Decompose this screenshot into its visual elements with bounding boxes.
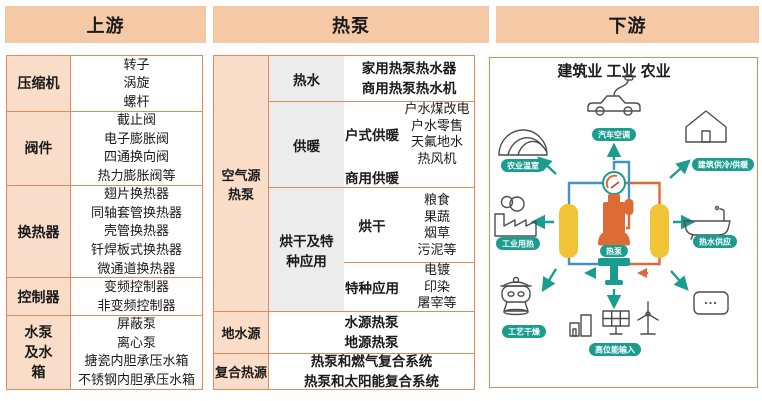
group-label: 热水 — [269, 56, 344, 101]
factory-icon — [494, 195, 537, 237]
buildings-icon — [569, 314, 592, 337]
downstream-diagram: 建筑业 工业 农业 — [489, 57, 758, 388]
items-cell: 水源热泵 地源热泵 — [344, 315, 399, 350]
category-cell: 地水源 — [214, 312, 269, 353]
table-row: 阀件 截止阀 电子膨胀阀 四通换向阀 热力膨胀阀等 — [7, 110, 202, 185]
category-cell: 换热器 — [7, 185, 71, 278]
header-downstream: 下游 — [496, 6, 759, 43]
blue-pipe-top — [612, 160, 631, 199]
items-cell: 变频控制器 非变频控制器 — [97, 279, 176, 313]
drying-row: 烘干 粮食 果蔬 烟草 污泥等 — [344, 188, 474, 262]
category-cell: 阀件 — [7, 111, 71, 185]
hot-water-row: 热水 家用热泵热水器 商用热泵热水机 — [269, 56, 474, 101]
compressor — [598, 194, 630, 246]
group-label: 供暖 — [269, 102, 344, 187]
wind-turbine-icon — [637, 301, 659, 335]
badge-label: 热水供应 — [699, 237, 731, 247]
table-row: 水泵及水箱 屏蔽泵 离心泵 搪瓷内胆承压水箱 不锈钢内胆承压水箱 — [7, 314, 202, 389]
table-row: 控制器 变频控制器 非变频控制器 — [7, 277, 202, 315]
table-row: 压缩机 转子 涡旋 螺杆 — [7, 56, 202, 111]
heating-row: 供暖 户式供暖 户水煤改电 户水零售 天氟地水 热风机 商用供暖 — [269, 101, 474, 187]
badge-car-ac: 汽车空调 — [592, 128, 636, 141]
badge-energy-input: 高位能输入 — [589, 343, 641, 356]
badge-label: 热泵 — [606, 246, 622, 256]
heat-pump-cycle — [559, 160, 669, 285]
badge-label: 工艺干燥 — [508, 327, 541, 337]
items-cell — [400, 166, 474, 187]
air-source-group: 空气源热泵 热水 家用热泵热水器 商用热泵热水机 供暖 户式供暖 户水煤改电 户… — [214, 56, 474, 311]
others-label: ... — [704, 292, 718, 307]
greenhouse-icon — [498, 129, 548, 156]
badge-label: 汽车空调 — [598, 130, 630, 140]
arrow-up-right — [669, 159, 691, 179]
items-cell: 翅片换热器 同轴套管换热器 壳管换热器 钎焊板式换热器 微通道换热器 — [90, 186, 182, 276]
sub-label: 户式供暖 — [345, 128, 399, 143]
solar-panel-icon — [602, 310, 630, 335]
badge-label: 工业用热 — [502, 239, 534, 249]
left-heat-exchanger — [559, 204, 578, 258]
composite-group: 复合热源 热泵和燃气复合系统 热泵和太阳能复合系统 — [214, 353, 474, 389]
items-cell: 电镀 印染 屠宰等 — [417, 262, 457, 311]
items-cell: 户水煤改电 户水零售 天氟地水 热风机 — [404, 101, 470, 166]
category-cell: 水泵及水箱 — [7, 315, 71, 389]
badge-label: 农业温室 — [506, 161, 539, 171]
others-card: ... — [693, 291, 729, 315]
badge-label: 高位能输入 — [595, 345, 635, 355]
badge-label: 建筑供冷/供暖 — [697, 160, 749, 170]
badge-process-drying: 工艺干燥 — [502, 325, 546, 338]
table-row: 换热器 翅片换热器 同轴套管换热器 壳管换热器 钎焊板式换热器 微通道换热器 — [7, 184, 202, 278]
items-cell: 粮食 果蔬 烟草 污泥等 — [417, 192, 457, 257]
right-heat-exchanger — [650, 204, 669, 258]
header-midstream: 热泵 — [213, 6, 489, 43]
badge-building: 建筑供冷/供暖 — [692, 158, 754, 171]
badge-greenhouse: 农业温室 — [501, 159, 545, 172]
badge-hot-water: 热水供应 — [693, 235, 737, 248]
items-cell: 热泵和燃气复合系统 热泵和太阳能复合系统 — [304, 354, 439, 389]
items-cell: 家用热泵热水器 商用热泵热水机 — [361, 61, 457, 96]
valve-tick — [610, 181, 620, 189]
header-upstream: 上游 — [5, 6, 206, 43]
drying-pot-icon — [500, 276, 532, 316]
midstream-table: 空气源热泵 热水 家用热泵热水器 商用热泵热水机 供暖 户式供暖 户水煤改电 户… — [213, 55, 475, 390]
arrow-down-right — [670, 270, 689, 291]
badge-industrial: 工业用热 — [496, 237, 540, 250]
group-label: 烘干及特种应用 — [269, 188, 344, 311]
category-cell: 控制器 — [7, 278, 71, 315]
house-icon — [685, 110, 727, 143]
sub-label: 特种应用 — [345, 281, 399, 296]
downstream-title: 建筑业 工业 农业 — [557, 62, 670, 80]
arrow-down-left — [541, 268, 558, 293]
category-cell: 空气源热泵 — [214, 56, 269, 311]
special-application-row: 特种应用 电镀 印染 屠宰等 — [344, 262, 474, 311]
expansion-valve — [598, 258, 630, 285]
items-cell: 截止阀 电子膨胀阀 四通换向阀 热力膨胀阀等 — [97, 112, 176, 183]
orange-pipe-small — [626, 214, 631, 230]
household-heating-row: 户式供暖 户水煤改电 户水零售 天氟地水 热风机 — [344, 101, 474, 166]
items-cell: 屏蔽泵 离心泵 搪瓷内胆承压水箱 不锈钢内胆承压水箱 — [77, 316, 195, 388]
electric-car-icon — [587, 71, 641, 116]
upstream-table: 压缩机 转子 涡旋 螺杆 阀件 截止阀 电子膨胀阀 四通换向阀 热力膨胀阀等 换… — [6, 55, 203, 390]
items-cell: 转子 涡旋 螺杆 — [123, 56, 150, 109]
ground-water-group: 地水源 水源热泵 地源热泵 — [214, 311, 474, 353]
sub-label: 商用供暖 — [345, 170, 399, 186]
drying-special-row: 烘干及特种应用 烘干 粮食 果蔬 烟草 污泥等 特种应用 电镀 印染 屠宰等 — [269, 187, 474, 311]
commercial-heating-row: 商用供暖 — [344, 166, 474, 187]
category-cell: 压缩机 — [7, 56, 71, 111]
accumulator — [624, 199, 634, 215]
heat-pump-application-diagram: 建筑业 工业 农业 — [494, 62, 754, 356]
category-cell: 复合热源 — [214, 354, 269, 389]
sub-label: 烘干 — [358, 219, 386, 234]
valve-arc — [605, 174, 618, 189]
badge-heat-pump: 热泵 — [600, 245, 628, 257]
